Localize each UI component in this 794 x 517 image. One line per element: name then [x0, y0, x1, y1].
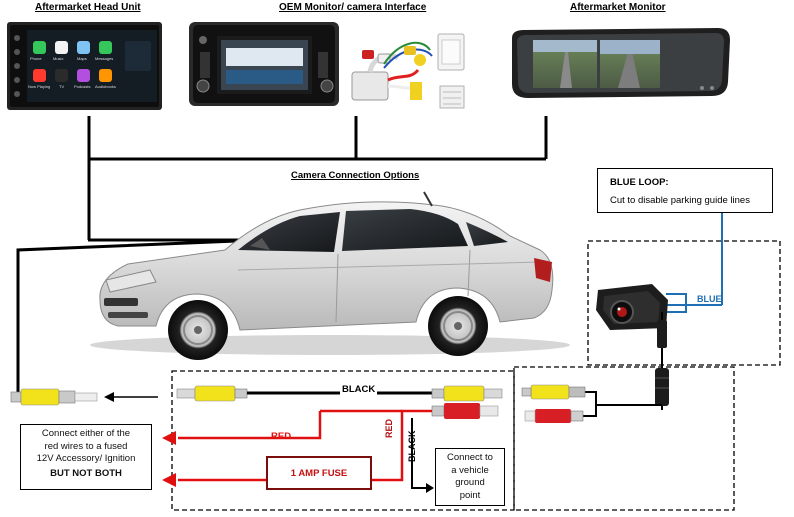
- oem-monitor-title: OEM Monitor/ camera Interface: [279, 2, 427, 13]
- app-label: Now Playing: [28, 84, 51, 89]
- connection-options-title: Camera Connection Options: [291, 170, 420, 181]
- app-label: Messages: [95, 56, 114, 61]
- ground-note-line2: a vehicle: [451, 464, 489, 476]
- power-note-line4: BUT NOT BOTH: [50, 467, 122, 479]
- red-power-wires: [178, 409, 432, 482]
- red-arrow-lower: [162, 473, 266, 487]
- backup-camera-image: [596, 284, 668, 330]
- red-wire-label: RED: [271, 431, 292, 442]
- black-ground-wire: [411, 418, 434, 493]
- red-arrow-left: [162, 431, 176, 445]
- power-note-line3: 12V Accessory/ Ignition: [36, 453, 136, 464]
- blue-loop-title: BLUE LOOP:: [610, 177, 669, 188]
- app-label: Podcasts: [74, 84, 91, 89]
- app-label: Audiobooks: [95, 84, 116, 89]
- blue-loop-text: Cut to disable parking guide lines: [610, 195, 750, 206]
- black-wire-label: BLACK: [340, 384, 378, 395]
- black-vertical-label: BLACK: [407, 430, 417, 463]
- blue-loop-callout: BLUE LOOP: Cut to disable parking guide …: [597, 168, 773, 213]
- head-unit-rca-yellow: [10, 388, 98, 406]
- camera-harness-wires: [582, 391, 662, 417]
- video-direction-arrow: [104, 392, 158, 402]
- fuse-box: 1 AMP FUSE: [266, 456, 372, 490]
- ground-note-line1: Connect to: [447, 452, 493, 463]
- power-note-line1: Connect either of the: [41, 428, 131, 439]
- extension-red-dc-connector: [431, 403, 499, 419]
- app-label: Maps: [77, 56, 87, 61]
- ground-note-box: Connect to a vehicle ground point: [435, 448, 505, 506]
- camera-dashed-region: [587, 240, 781, 366]
- camera-dc-red: [524, 409, 584, 423]
- blue-loop-wire: [666, 213, 723, 313]
- red-vertical-label: RED: [384, 418, 394, 438]
- head-unit-title: Aftermarket Head Unit: [35, 2, 141, 13]
- fuse-label: 1 AMP FUSE: [290, 467, 348, 479]
- car-image: [90, 191, 570, 360]
- extension-rca-yellow-right: [431, 385, 503, 402]
- app-label: TV: [59, 84, 65, 89]
- power-note-line2: red wires to a fused: [44, 440, 128, 452]
- app-label: Phone: [30, 56, 42, 61]
- aftermarket-head-unit-image: [7, 22, 162, 110]
- camera-rca-yellow: [521, 384, 586, 400]
- aftermarket-mirror-monitor-image: [512, 28, 730, 98]
- aftermarket-monitor-title: Aftermarket Monitor: [570, 2, 666, 13]
- ground-note-line4: point: [459, 489, 481, 501]
- app-label: Music: [53, 56, 64, 61]
- camera-inline-connector: [655, 320, 669, 406]
- camera-harness-dashed-region: [513, 366, 735, 511]
- power-note-box: Connect either of the red wires to a fus…: [20, 424, 152, 490]
- connection-lines: [16, 116, 548, 394]
- oem-monitor-image: [189, 22, 339, 106]
- oem-interface-harness-image: [351, 33, 465, 109]
- ground-note-line3: ground: [455, 477, 485, 488]
- blue-wire-label: BLUE: [697, 294, 722, 304]
- extension-rca-yellow-left: [176, 385, 248, 402]
